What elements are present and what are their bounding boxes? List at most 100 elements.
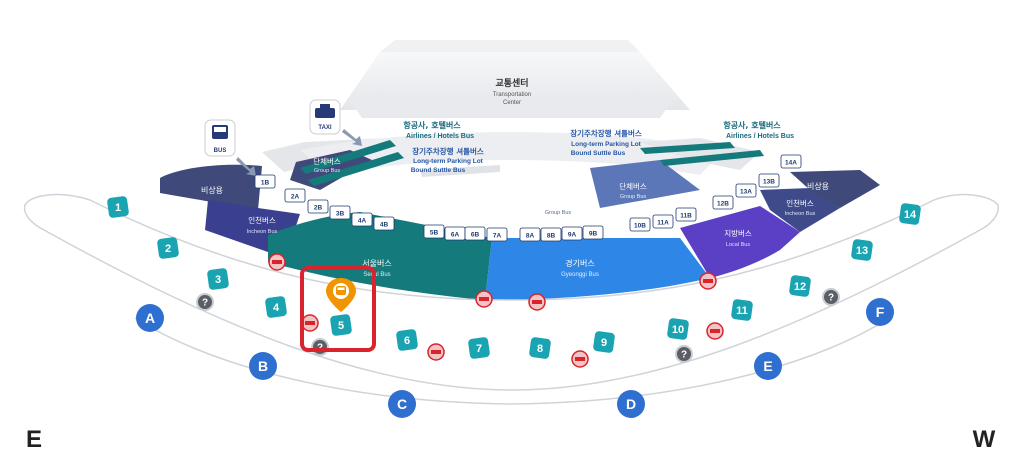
compass-west: W (973, 426, 996, 453)
zone-labels: 비상용 비상용 단체버스 Group Bus 인천버스 Incheon Bus … (201, 156, 829, 278)
gate-number: 5 (338, 320, 344, 332)
bus-stop-14a: 14A (780, 154, 802, 169)
label-incheon-right-ko: 인천버스 (786, 198, 814, 208)
bus-stop-label: 8B (547, 233, 556, 240)
gate-number: 6 (404, 335, 410, 347)
bus-stop-4a: 4A (351, 212, 373, 227)
label-group-top-en: Group Bus (314, 168, 341, 174)
bus-stop-label: 6B (471, 232, 480, 239)
svg-text:?: ? (681, 350, 687, 361)
gate-13: 13 (851, 239, 873, 261)
label-group-right-en: Group Bus (620, 194, 647, 200)
label-group-mid-ko-1: 단체 (547, 188, 560, 197)
bus-stop-label: 1B (261, 180, 270, 187)
bus-stop-6b: 6B (464, 226, 486, 241)
callout-parking-right-ko: 장기주차장행 셔틀버스 (570, 128, 642, 138)
bus-stop-12b: 12B (712, 195, 734, 210)
bus-stop-label: 9B (589, 231, 598, 238)
gate-number: 13 (856, 245, 868, 257)
bus-stop-label: 12B (717, 201, 729, 208)
bus-stop-4b: 4B (373, 216, 395, 231)
compass-east: E (26, 426, 42, 453)
gate-number: 11 (736, 305, 748, 317)
callout-parking-left-en-2: Bound Suttle Bus (411, 167, 466, 174)
center-name-en-2: Center (503, 100, 521, 106)
label-local-ko: 지방버스 (724, 228, 752, 238)
callout-airlines-left-en: Airlines / Hotels Bus (406, 133, 474, 140)
label-group-top-ko: 단체버스 (313, 156, 341, 166)
gate-number: 8 (537, 343, 543, 355)
highlight-box (300, 266, 376, 352)
bus-stop-label: 5B (430, 230, 439, 237)
bus-stop-3b: 3B (329, 205, 351, 220)
bus-stop-8a: 8A (519, 227, 541, 242)
info-icon: ? (675, 345, 693, 363)
info-icon: ? (196, 293, 214, 311)
gate-7: 7 (468, 337, 490, 359)
gate-number: 2 (165, 243, 171, 255)
label-emergency-left: 비상용 (201, 185, 223, 195)
bus-stop-8b: 8B (540, 227, 562, 242)
zone-emergency-left (160, 164, 262, 210)
bus-stop-1b: 1B (254, 174, 276, 189)
bus-stop-label: 2A (291, 194, 300, 201)
info-icon: ? (311, 338, 329, 356)
label-seoul-ko: 서울버스 (362, 258, 391, 268)
callout-parking-right-en-2: Bound Suttle Bus (571, 150, 626, 157)
label-incheon-right-en: Incheon Bus (785, 211, 816, 217)
entrance-letter: F (876, 304, 885, 320)
zone-local (680, 206, 800, 278)
gate-number: 3 (215, 274, 221, 286)
bus-stop-label: 11A (657, 220, 669, 227)
taxi-icon: TAXI (309, 99, 362, 146)
label-group-right-ko: 단체버스 (619, 181, 647, 191)
gate-number: 7 (476, 343, 482, 355)
label-group-mid-ko-2: 버스 (547, 197, 560, 206)
gate-number: 10 (672, 324, 684, 336)
zone-incheon-right (760, 188, 840, 232)
gate-8: 8 (529, 337, 551, 359)
label-group-mid-en: Group Bus (545, 210, 572, 216)
no-entry-icon (301, 314, 319, 332)
gate-2: 2 (157, 237, 179, 259)
entrance-f: F (866, 298, 894, 326)
bus-stop-label: 10B (634, 223, 646, 230)
transportation-center: 교통센터 Transportation Center (340, 40, 690, 118)
gate-9: 9 (593, 331, 615, 353)
location-marker-icon (326, 278, 356, 312)
bus-stop-label: 13B (763, 179, 775, 186)
svg-text:?: ? (202, 298, 208, 309)
inner-walkway (134, 317, 890, 405)
bus-stop-label: 6A (451, 232, 460, 239)
zone-emergency-right (790, 170, 880, 208)
gate-6: 6 (396, 329, 418, 351)
no-entry-icon (528, 293, 546, 311)
callout-parking-right-en-1: Long-term Parking Lot (571, 141, 642, 148)
bus-stop-label: 8A (526, 233, 535, 240)
taxi-icon-label: TAXI (318, 125, 332, 131)
entrance-d: D (617, 390, 645, 418)
entrance-letter: C (397, 396, 407, 412)
bus-icon-label: BUS (214, 148, 227, 154)
bus-stop-6a: 6A (444, 226, 466, 241)
gate-10: 10 (667, 318, 689, 340)
entrance-letter: A (145, 310, 155, 326)
zone-group-right (590, 160, 700, 208)
gate-1: 1 (107, 196, 129, 218)
no-entry-icon (268, 253, 286, 271)
gate-5: 5 (330, 314, 352, 336)
no-entry-icon (475, 290, 493, 308)
bus-stop-label: 4A (358, 218, 367, 225)
no-entry-icon (571, 350, 589, 368)
label-seoul-en: Seoul Bus (363, 272, 390, 278)
entrance-c: C (388, 390, 416, 418)
callouts: 항공사, 호텔버스 Airlines / Hotels Bus 장기주차장행 셔… (403, 120, 794, 174)
gate-3: 3 (207, 268, 229, 290)
markers: ???? (196, 253, 840, 368)
label-emergency-right: 비상용 (807, 181, 829, 191)
gate-14: 14 (899, 203, 921, 225)
callout-airlines-left-ko: 항공사, 호텔버스 (403, 120, 461, 130)
